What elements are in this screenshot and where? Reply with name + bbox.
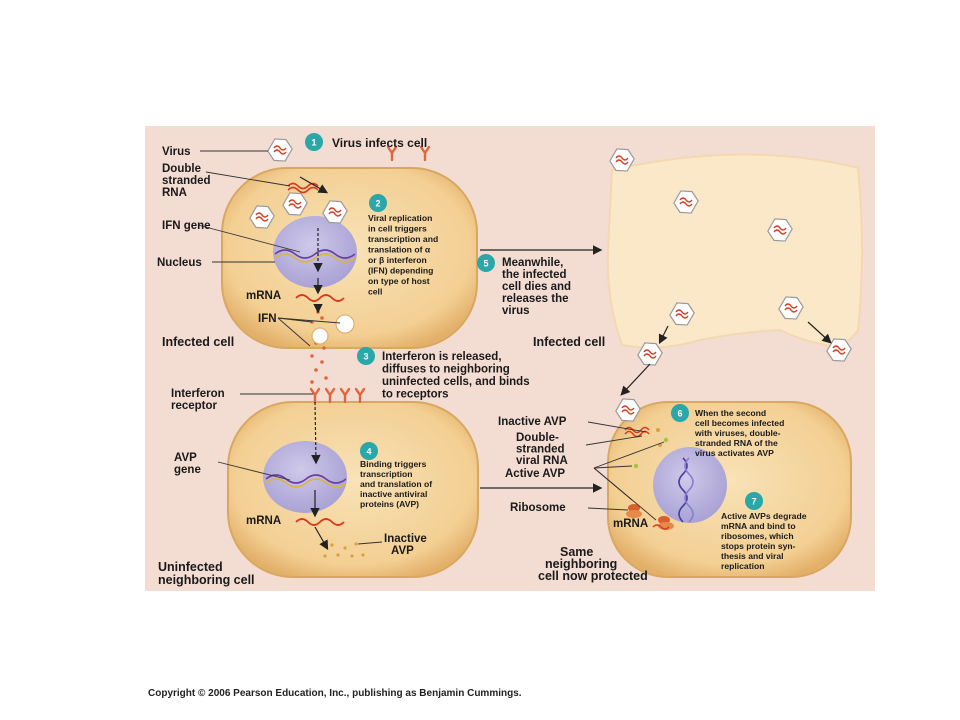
step-badge-1 xyxy=(305,133,323,151)
step-number: 1 xyxy=(311,138,316,148)
step-1-text: Virus infects cell xyxy=(332,136,427,150)
step-badge-5 xyxy=(477,254,495,272)
label-mrna: mRNA xyxy=(246,290,281,302)
step-number: 4 xyxy=(366,447,371,457)
ifn-vesicle xyxy=(311,327,329,345)
step-badge-3 xyxy=(357,347,375,365)
uninfected-cell-nucleus xyxy=(263,441,347,513)
arrow xyxy=(314,526,329,551)
copyright-notice: Copyright © 2006 Pearson Education, Inc.… xyxy=(148,688,522,699)
mrna-wave xyxy=(295,294,345,302)
label-double-stranded-viral-rna: Double- stranded viral RNA xyxy=(516,432,568,467)
label-infected-cell: Infected cell xyxy=(162,335,234,349)
ifn-dna xyxy=(274,249,356,259)
step-2-text: Viral replication in cell triggers trans… xyxy=(368,213,441,297)
step-number: 3 xyxy=(363,352,368,362)
step-number: 5 xyxy=(483,259,488,269)
label-ifn-gene: IFN gene xyxy=(162,220,211,232)
protected-viral-rna xyxy=(624,426,650,434)
step-6-text: When the second cell becomes infected wi… xyxy=(694,408,787,458)
label-interferon-receptor: Interferon receptor xyxy=(171,388,228,412)
step-badge-4 xyxy=(360,442,378,460)
arrow xyxy=(807,321,832,344)
infected-cell-nucleus xyxy=(273,216,357,288)
uninfected-cell xyxy=(227,401,479,578)
label-uninfected-cell: Uninfected neighboring cell xyxy=(158,560,255,587)
label-avp-gene: AVP gene xyxy=(174,452,201,476)
arrow xyxy=(620,363,651,396)
step-3-text: Interferon is released, diffuses to neig… xyxy=(382,351,533,401)
mrna-wave-2 xyxy=(295,518,345,526)
ribosome-icon xyxy=(626,504,642,518)
viral-rna xyxy=(287,182,319,190)
label-ribosome: Ribosome xyxy=(510,502,566,514)
step-number: 7 xyxy=(751,497,756,507)
step-badge-6 xyxy=(671,404,689,422)
label-ifn: IFN xyxy=(258,313,277,325)
ifn-vesicle xyxy=(335,314,355,334)
step-badge-7 xyxy=(745,492,763,510)
label-mrna-2: mRNA xyxy=(246,515,281,527)
label-double-stranded-rna: Double stranded RNA xyxy=(162,163,214,199)
step-5-text: Meanwhile, the infected cell dies and re… xyxy=(502,257,574,317)
degraded-mrna xyxy=(652,524,670,530)
label-mrna-3: mRNA xyxy=(613,518,648,530)
avp-dna xyxy=(265,474,347,484)
label-protected-cell: Same neighboring cell now protected xyxy=(538,545,648,583)
step-number: 2 xyxy=(375,199,380,209)
step-7-text: Active AVPs degrade mRNA and bind to rib… xyxy=(721,511,809,571)
label-nucleus: Nucleus xyxy=(157,257,202,269)
label-active-avp: Active AVP xyxy=(505,468,565,480)
arrow xyxy=(658,325,669,345)
step-badge-2 xyxy=(369,194,387,212)
step-number: 6 xyxy=(677,409,682,419)
label-inactive-avp: Inactive AVP xyxy=(384,533,430,557)
dead-infected-cell xyxy=(606,153,863,349)
label-inactive-avp-right: Inactive AVP xyxy=(498,416,567,428)
arrow xyxy=(311,401,321,465)
arrow xyxy=(299,176,329,194)
label-infected-cell-right: Infected cell xyxy=(533,335,605,349)
inactive-avp-dots xyxy=(323,542,365,558)
label-virus: Virus xyxy=(162,146,191,158)
protected-cell xyxy=(607,401,852,578)
protected-cell-nucleus xyxy=(653,447,727,523)
step-badges xyxy=(305,133,763,510)
leader-lines xyxy=(197,150,665,545)
step-4-text: Binding triggers transcription and trans… xyxy=(360,459,435,509)
